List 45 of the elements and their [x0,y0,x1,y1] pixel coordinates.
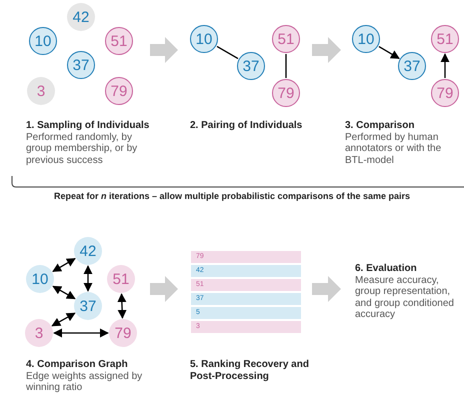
step-title: 1. Sampling of Individuals [26,120,150,132]
number-circle: 3 [25,319,53,347]
block-arrow [312,37,341,63]
arrow [52,286,76,300]
number-circle: 10 [190,25,218,53]
arrow [52,258,76,272]
arrow [84,265,92,292]
number-circle: 79 [109,319,137,347]
number-circle: 37 [74,292,102,320]
number-circle: 79 [105,77,133,105]
arrow [51,312,76,326]
number-circle: 42 [74,237,102,265]
block-arrow [150,276,178,302]
block-arrow [150,37,178,63]
number-circle: 51 [107,265,135,293]
step-title: 4. Comparison Graph [26,359,129,370]
step-description: Performed randomly, by group membership, or by previous success [26,132,138,166]
step-title: 3. Comparison [345,120,416,132]
step-description: Performed by human annotators or with the BTL-model [345,132,442,166]
arrow [117,293,127,319]
number-circle: 10 [26,265,54,293]
number-circle: 37 [237,52,265,80]
number-circle: 3 [27,77,55,105]
number-circle: 37 [398,52,426,80]
number-circle: 42 [67,3,95,31]
step-description: Edge weights assigned by winning ratio [26,370,144,394]
repeat-note: Repeat for n iterations – allow multiple probabilistic comparisons of the same pairs [52,191,412,202]
number-circle: 79 [272,79,300,107]
block-arrow [312,276,341,302]
step-title: 2. Pairing of Individuals [190,120,304,132]
step-title: 6. Evaluation [355,263,418,274]
arrow [440,53,450,78]
arrow [378,46,400,59]
connector-line [216,46,238,60]
step-description: Measure accuracy, group representation, and group conditioned accuracy [355,274,455,320]
connector-line [285,54,287,78]
arrow [53,328,109,338]
number-circle: 37 [67,51,95,79]
number-circle: 10 [352,25,380,53]
number-circle: 51 [105,27,133,55]
number-circle: 10 [29,27,57,55]
step-title: 5. Ranking Recovery and Post-Processing [190,359,310,382]
number-circle: 79 [431,79,459,107]
number-circle: 51 [272,25,300,53]
number-circle: 51 [431,25,459,53]
